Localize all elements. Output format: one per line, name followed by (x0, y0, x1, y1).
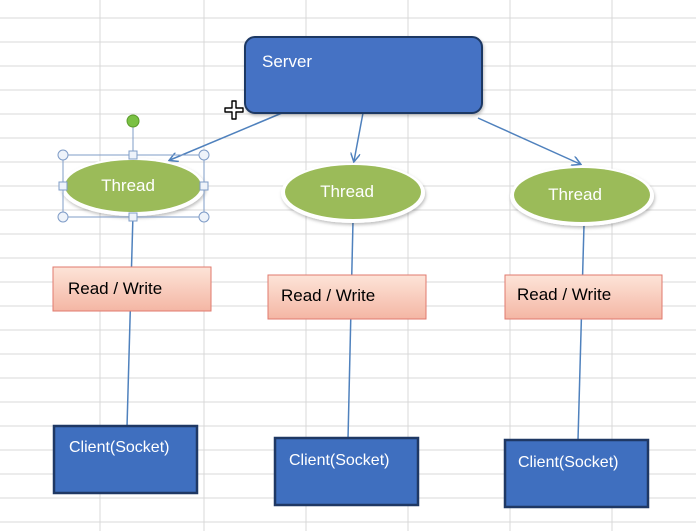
client-box-2[interactable]: Client(Socket) (273, 436, 420, 507)
read-write-label-2: Read / Write (281, 286, 375, 305)
client-label-3: Client(Socket) (518, 454, 618, 471)
resize-handle-top[interactable] (128, 150, 138, 160)
read-write-label-1: Read / Write (68, 279, 162, 298)
thread-ellipse-3[interactable]: Thread (510, 166, 654, 226)
server-box[interactable]: Server (244, 36, 483, 114)
client-box-1[interactable]: Client(Socket) (52, 424, 199, 495)
connector-thread-1-to-client-1 (126, 213, 134, 428)
resize-handle-bottom-left[interactable] (57, 211, 69, 223)
connector-thread-2-to-client-2 (347, 220, 354, 440)
resize-handle-bottom[interactable] (128, 212, 138, 222)
read-write-label-3: Read / Write (517, 285, 611, 304)
resize-handle-top-left[interactable] (57, 149, 69, 161)
read-write-box-1[interactable]: Read / Write (52, 266, 212, 312)
resize-handle-bottom-right[interactable] (198, 211, 210, 223)
arrow-server-to-thread-2 (354, 112, 364, 161)
arrow-server-to-thread-1 (170, 112, 283, 160)
connector-thread-3-to-client-3 (577, 224, 585, 441)
thread-ellipse-1[interactable]: Thread (61, 158, 205, 216)
arrow-server-to-thread-3 (477, 117, 580, 164)
read-write-box-3[interactable]: Read / Write (504, 274, 663, 320)
read-write-box-2[interactable]: Read / Write (267, 274, 427, 320)
resize-handle-left[interactable] (58, 181, 68, 191)
client-box-3[interactable]: Client(Socket) (503, 438, 650, 509)
rotate-handle[interactable] (126, 114, 140, 128)
thread-label-1: Thread (101, 176, 155, 195)
server-label: Server (262, 52, 312, 71)
thread-ellipse-2[interactable]: Thread (281, 163, 425, 223)
move-cursor-icon (224, 100, 244, 120)
client-label-1: Client(Socket) (69, 439, 169, 456)
client-label-2: Client(Socket) (289, 452, 389, 469)
thread-label-2: Thread (320, 182, 374, 201)
thread-label-3: Thread (548, 185, 602, 204)
resize-handle-top-right[interactable] (198, 149, 210, 161)
resize-handle-right[interactable] (199, 181, 209, 191)
